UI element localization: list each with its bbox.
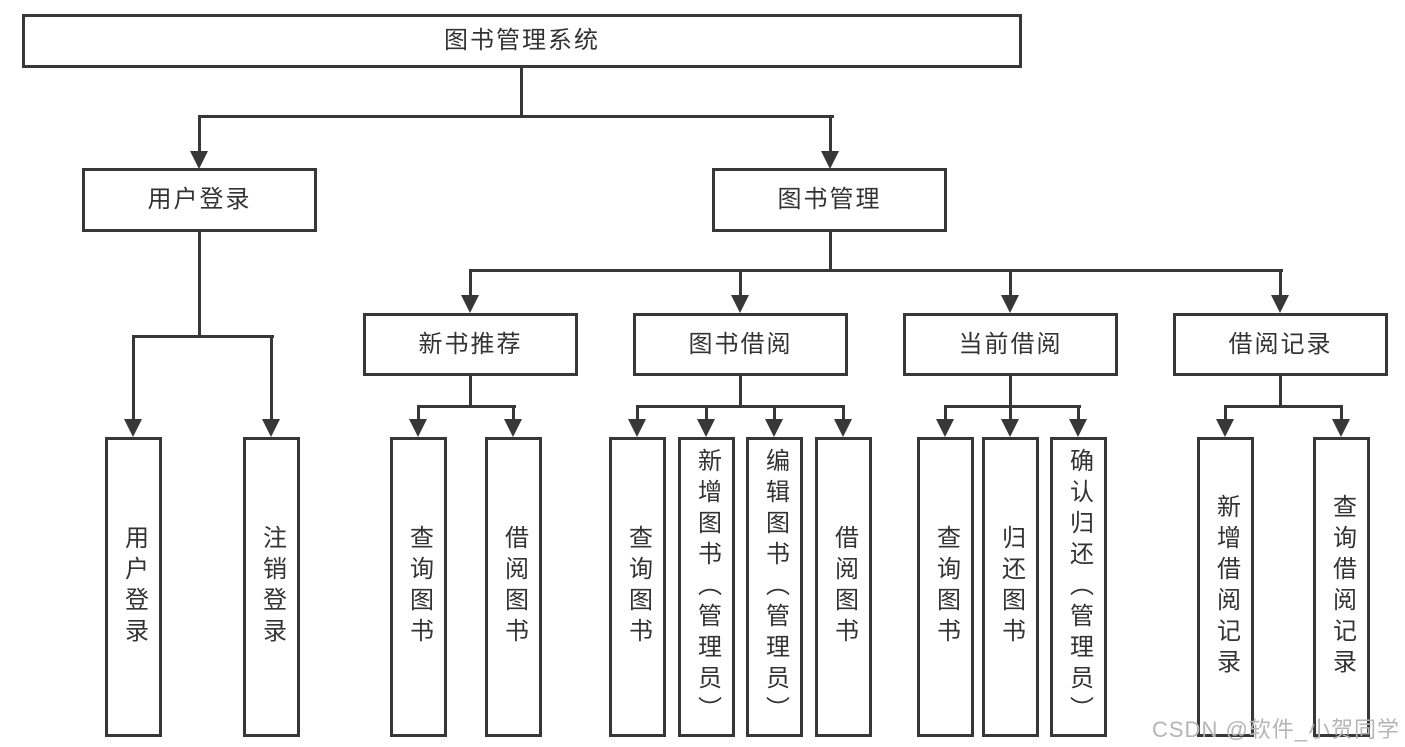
edge-newbookrec-rail — [417, 405, 516, 408]
node-label: 借阅图书 — [500, 525, 528, 649]
edge-to-user-login — [198, 115, 201, 155]
arrowhead — [731, 295, 749, 313]
node-label: 图书管理系统 — [444, 27, 600, 54]
edge-to-new-book-rec — [469, 269, 472, 296]
edge-to-leaf — [512, 405, 515, 420]
edge-level3-rail — [469, 269, 1283, 272]
leaf-add-borrow-record: 新增借阅记录 — [1197, 437, 1254, 737]
arrowhead — [765, 419, 783, 437]
node-book-management: 图书管理 — [712, 168, 947, 232]
edge-to-leaf — [1340, 405, 1343, 420]
node-label: 图书借阅 — [688, 330, 793, 358]
arrowhead — [936, 419, 954, 437]
arrowhead — [461, 295, 479, 313]
node-label: 图书管理 — [777, 186, 882, 213]
node-label: 新增图书（管理员） — [693, 447, 721, 727]
edge-borrowrecords-stem — [1279, 376, 1282, 408]
leaf-borrow-books-2: 借阅图书 — [815, 437, 872, 737]
edge-userlogin-rail — [132, 335, 274, 338]
edge-currentborrow-stem — [1009, 376, 1012, 408]
watermark: CSDN @软件_小贺同学 — [1152, 717, 1401, 742]
node-label: 查询图书 — [932, 525, 960, 649]
edge-borrowrecords-rail — [1224, 405, 1343, 408]
edge-to-book-mgmt — [829, 115, 832, 155]
leaf-query-books-3: 查询图书 — [917, 437, 974, 737]
edge-to-current-borrow — [1009, 269, 1012, 296]
edge-to-book-borrow — [739, 269, 742, 296]
arrowhead — [1332, 419, 1350, 437]
leaf-query-books-1: 查询图书 — [390, 437, 447, 737]
node-user-login-group: 用户登录 — [82, 168, 317, 232]
edge-root-stem — [520, 66, 523, 118]
edge-bookborrow-rail — [636, 405, 845, 408]
arrowhead — [834, 419, 852, 437]
arrowhead — [697, 419, 715, 437]
node-label: 借阅记录 — [1228, 330, 1333, 358]
edge-to-leaf — [944, 405, 947, 420]
node-borrowing-records: 借阅记录 — [1173, 313, 1388, 376]
node-book-borrowing: 图书借阅 — [633, 313, 848, 376]
arrowhead — [262, 419, 280, 437]
node-label: 查询借阅记录 — [1328, 494, 1356, 680]
node-label: 查询图书 — [405, 525, 433, 649]
node-label: 用户登录 — [120, 525, 148, 649]
edge-to-leaf — [705, 405, 708, 420]
edge-to-leaf — [270, 335, 273, 420]
node-label: 新书推荐 — [418, 330, 523, 358]
node-library-management-system: 图书管理系统 — [22, 14, 1022, 68]
edge-to-leaf — [1077, 405, 1080, 420]
edge-to-borrow-records — [1279, 269, 1282, 296]
node-label: 借阅图书 — [830, 525, 858, 649]
node-label: 查询图书 — [624, 525, 652, 649]
arrowhead — [409, 419, 427, 437]
node-label: 编辑图书（管理员） — [761, 447, 789, 727]
leaf-user-login: 用户登录 — [105, 437, 162, 737]
edge-newbookrec-stem — [469, 376, 472, 408]
arrowhead — [628, 419, 646, 437]
arrowhead — [190, 151, 208, 169]
arrowhead — [504, 419, 522, 437]
edge-to-leaf — [132, 335, 135, 420]
edge-bookborrow-stem — [739, 376, 742, 408]
arrowhead — [1069, 419, 1087, 437]
leaf-add-book-admin: 新增图书（管理员） — [678, 437, 735, 737]
node-label: 注销登录 — [258, 525, 286, 649]
arrowhead — [1001, 419, 1019, 437]
edge-to-leaf — [1224, 405, 1227, 420]
leaf-logout: 注销登录 — [243, 437, 300, 737]
arrowhead — [1216, 419, 1234, 437]
leaf-edit-book-admin: 编辑图书（管理员） — [746, 437, 803, 737]
node-label: 用户登录 — [147, 186, 252, 213]
node-new-book-recommendation: 新书推荐 — [363, 313, 578, 376]
node-label: 确认归还（管理员） — [1065, 447, 1093, 727]
edge-currentborrow-rail — [944, 405, 1081, 408]
arrowhead — [1271, 295, 1289, 313]
edge-bookmgmt-stem — [829, 232, 832, 272]
edge-to-leaf — [1009, 405, 1012, 420]
edge-to-leaf — [417, 405, 420, 420]
edge-userlogin-stem — [198, 232, 201, 338]
node-label: 归还图书 — [997, 525, 1025, 649]
node-label: 新增借阅记录 — [1212, 494, 1240, 680]
leaf-confirm-return-admin: 确认归还（管理员） — [1050, 437, 1107, 737]
arrowhead — [124, 419, 142, 437]
leaf-query-borrow-record: 查询借阅记录 — [1313, 437, 1370, 737]
arrowhead — [821, 151, 839, 169]
node-label: 当前借阅 — [958, 330, 1063, 358]
leaf-borrow-books-1: 借阅图书 — [485, 437, 542, 737]
arrowhead — [1001, 295, 1019, 313]
node-current-borrowing: 当前借阅 — [903, 313, 1118, 376]
edge-to-leaf — [636, 405, 639, 420]
edge-level2-rail — [198, 115, 834, 118]
edge-to-leaf — [773, 405, 776, 420]
leaf-return-book: 归还图书 — [982, 437, 1039, 737]
edge-to-leaf — [842, 405, 845, 420]
leaf-query-books-2: 查询图书 — [609, 437, 666, 737]
